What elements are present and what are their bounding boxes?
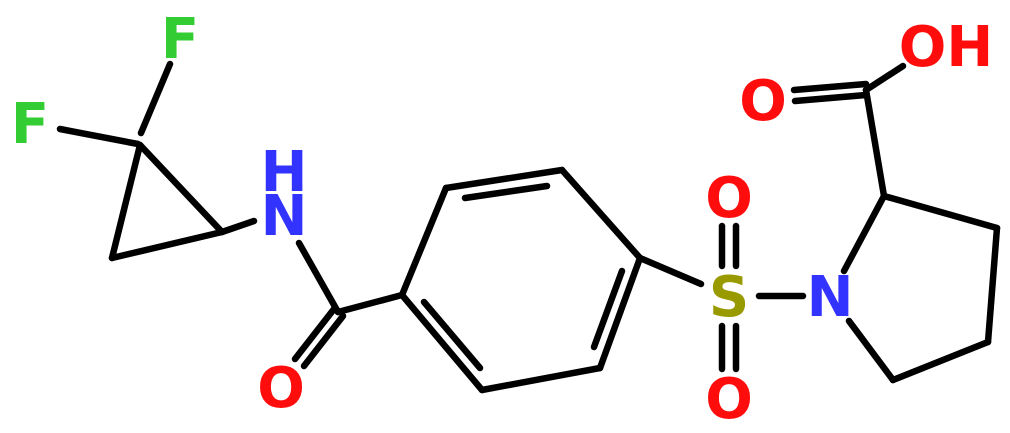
atom-label-amide-o: O [257,356,305,421]
bond-aromatic-inner-18 [420,298,484,372]
bond-double-part-7 [291,305,338,363]
bond-aromatic-10 [398,184,450,299]
atom-label-amide-h: H [261,140,308,205]
atom-label-pyrrolidine-n: N [807,265,854,330]
atom-label-fluorine-top: F [161,7,199,72]
bond-single-19 [636,254,705,288]
bond-single-27 [984,224,1001,346]
bond-double-part-8 [300,312,347,370]
bond-double-part-32 [791,91,870,105]
bond-single-4 [108,228,226,262]
bond-layer [56,60,1001,394]
bond-single-28 [889,338,992,384]
bond-single-33 [862,62,907,94]
bond-single-30 [862,86,888,200]
bond-single-1 [56,125,142,148]
bond-single-2 [136,141,226,236]
atom-label-acid-carbonyl-o: O [739,69,787,134]
atom-label-sulfonyl-o-top: O [705,166,753,231]
bond-single-6 [295,239,342,316]
bond-single-26 [880,192,1001,232]
bond-aromatic-inner-17 [590,267,626,351]
atom-label-sulfonyl-s: S [709,265,749,330]
bond-single-25 [840,192,888,275]
atom-label-fluorine-left: F [11,92,49,157]
bond-double-part-31 [790,80,870,94]
bond-aromatic-13 [596,254,644,372]
bond-aromatic-inner-16 [461,182,551,202]
atom-label-acid-oh: OH [899,15,993,80]
atom-label-amide-n: N [261,184,308,249]
bond-aromatic-14 [478,364,604,394]
bond-aromatic-12 [558,166,644,262]
atom-label-sulfonyl-o-bottom: O [705,367,753,432]
bond-single-29 [845,317,897,384]
bond-single-5 [218,217,258,236]
bond-aromatic-15 [398,291,486,394]
bond-single-3 [108,141,144,262]
bond-single-0 [137,60,174,137]
bond-aromatic-11 [442,166,566,192]
bond-single-9 [334,291,406,316]
